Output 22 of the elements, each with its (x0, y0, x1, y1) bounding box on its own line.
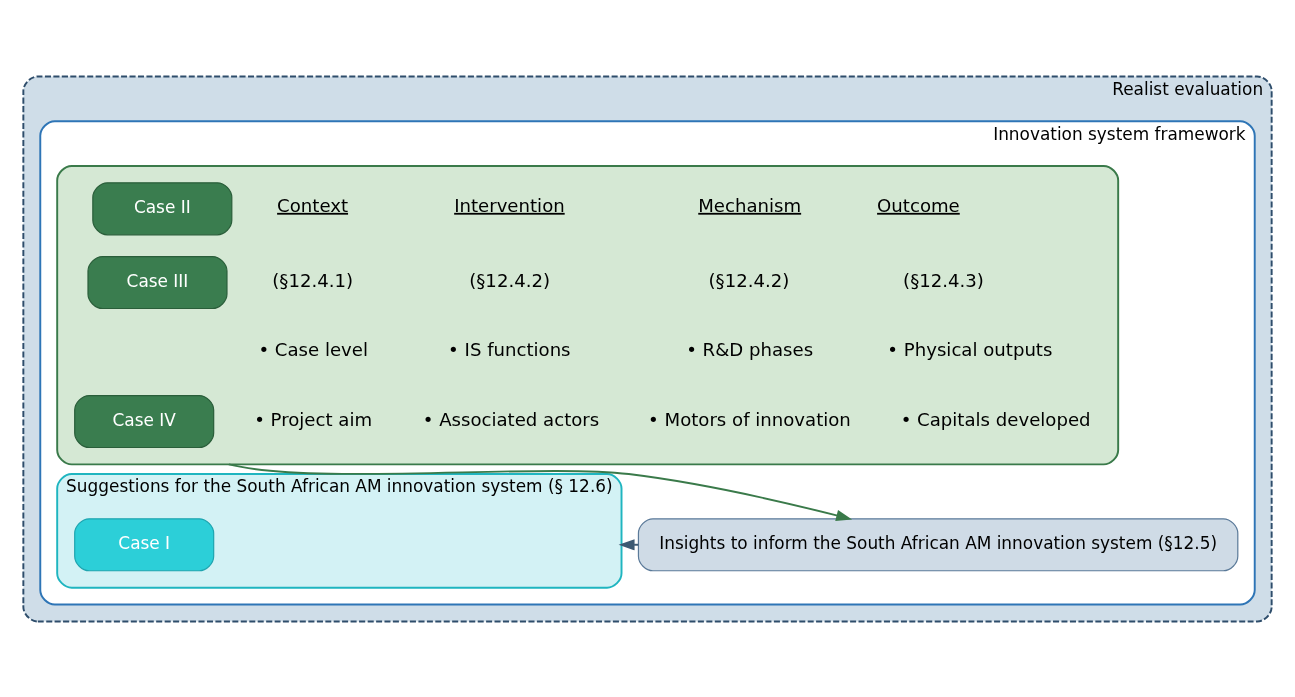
label: (§12.4.1) (272, 269, 354, 291)
label: • Physical outputs (887, 338, 1053, 360)
node-box: Case IV (74, 394, 215, 448)
node-box: Case I (74, 517, 215, 571)
label: Context (277, 194, 349, 216)
label: (§12.4.2) (469, 269, 551, 291)
label: Outcome (877, 194, 960, 216)
node-box: Case II (92, 181, 233, 235)
node-box: Insights to inform the South African AM innovation system (§12.5) (637, 517, 1239, 571)
label: • IS functions (448, 338, 571, 360)
label: • Motors of innovation (648, 408, 851, 430)
node-box: Case III (87, 255, 228, 309)
label: • R&D phases (686, 338, 814, 360)
label: (§12.4.3) (903, 269, 984, 291)
cluster (56, 164, 1120, 465)
label: • Capitals developed (900, 408, 1091, 430)
label: • Case level (258, 338, 368, 360)
label: (§12.4.2) (708, 269, 790, 291)
label: • Associated actors (422, 408, 600, 430)
label: Mechanism (698, 194, 802, 216)
label: Intervention (454, 194, 565, 216)
label: • Project aim (254, 408, 373, 430)
